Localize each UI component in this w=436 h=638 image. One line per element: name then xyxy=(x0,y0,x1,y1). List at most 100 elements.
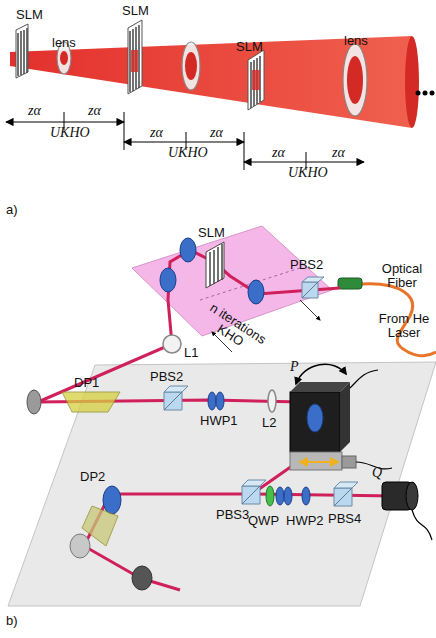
part-label: From He Laser xyxy=(372,312,436,340)
slm-symbol xyxy=(128,20,142,94)
distance-arrow xyxy=(124,141,244,142)
lens-symbol xyxy=(182,42,200,90)
laser-beam xyxy=(10,36,412,128)
detector xyxy=(412,510,432,540)
modulator-device xyxy=(290,392,340,452)
lens-symbol xyxy=(268,390,276,412)
kho-optics xyxy=(206,242,224,288)
slm-symbol xyxy=(138,25,140,88)
dove-prism xyxy=(62,392,120,546)
wave-plate xyxy=(266,486,274,506)
slm-symbol xyxy=(250,62,252,108)
beam-splitter-cube xyxy=(334,482,358,488)
beam-splitter-cube xyxy=(242,486,260,504)
slm-symbol xyxy=(16,24,28,78)
part-label: QWP xyxy=(248,514,279,528)
dove-prism xyxy=(62,392,120,412)
distance-arrow xyxy=(244,161,364,162)
lens-symbol xyxy=(163,335,181,353)
distance-arrow xyxy=(6,112,364,170)
lens-symbol xyxy=(343,44,367,116)
slm-symbol xyxy=(248,50,264,110)
slm-symbol xyxy=(26,28,28,73)
modulator-device xyxy=(342,456,356,468)
kho-optics xyxy=(160,268,176,292)
slm-symbol xyxy=(20,31,22,75)
part-label: HWP2 xyxy=(286,514,324,528)
continuation-dots xyxy=(423,91,428,96)
beam-splitter-cube xyxy=(334,488,352,506)
mirror xyxy=(103,486,121,514)
distance-label: zα xyxy=(88,104,101,118)
rotation-arrow xyxy=(296,364,346,384)
kho-optics xyxy=(221,244,223,280)
lens-symbol xyxy=(284,487,292,505)
part-label: SLM xyxy=(16,8,43,22)
part-label: HWP1 xyxy=(200,414,238,428)
laser-beam xyxy=(10,36,419,128)
kho-optics xyxy=(248,280,264,304)
lens-symbol xyxy=(185,52,197,80)
lens-symbol xyxy=(163,335,310,505)
part-label: lens xyxy=(52,36,76,50)
beam-splitter-cube xyxy=(164,392,182,410)
panel-label: b) xyxy=(6,614,18,628)
part-label: lens xyxy=(344,34,368,48)
laser-beam-path xyxy=(38,250,340,402)
part-label: PBS4 xyxy=(328,512,361,526)
beam-splitter-cube xyxy=(242,480,266,486)
beam-splitter-cube xyxy=(242,486,260,504)
distance-arrow xyxy=(124,112,125,150)
slm-symbol xyxy=(252,70,260,90)
annotation: n iterations KHO xyxy=(199,300,270,359)
rotation-arrow xyxy=(296,364,346,384)
kho-optics xyxy=(160,238,264,304)
continuation-dots xyxy=(416,91,421,96)
part-label: SLM xyxy=(236,40,263,54)
detector xyxy=(382,482,432,540)
modulator-device xyxy=(340,382,350,452)
slm-symbol xyxy=(129,31,131,92)
continuation-dots xyxy=(430,91,435,96)
kho-optics xyxy=(180,238,196,262)
mirror xyxy=(70,534,90,558)
distance-label: zα xyxy=(150,126,163,140)
fiber-cable xyxy=(338,278,436,356)
lens-symbol xyxy=(216,392,224,410)
beam-splitter-cube xyxy=(164,277,358,506)
kho-optics xyxy=(217,247,219,282)
modulator-device xyxy=(290,452,342,470)
mirror xyxy=(132,566,152,590)
axis-label: P xyxy=(290,360,299,374)
distance-arrow xyxy=(244,132,245,170)
lens-symbol xyxy=(208,392,216,410)
lens-symbol xyxy=(60,51,68,65)
beam-splitter-cube xyxy=(302,277,324,282)
distance-label: zα xyxy=(272,146,285,160)
kho-optics xyxy=(209,252,211,286)
part-label: SLM xyxy=(122,4,149,18)
distance-label: zα xyxy=(28,104,41,118)
beam-splitter-cube xyxy=(164,386,188,392)
part-label: DP1 xyxy=(74,376,99,390)
part-label: L1 xyxy=(184,346,198,360)
optical-table xyxy=(8,362,436,606)
lens-symbol xyxy=(347,56,363,104)
modulator-device xyxy=(307,404,323,432)
part-label: SLM xyxy=(198,226,225,240)
part-label: DP2 xyxy=(80,470,105,484)
distance-label: UKHO xyxy=(288,166,328,180)
slm-symbol xyxy=(23,30,25,74)
lens-symbol xyxy=(57,42,367,116)
beam-splitter-cube xyxy=(164,392,182,410)
distance-label: UKHO xyxy=(50,126,90,140)
mirror xyxy=(27,390,41,414)
kho-plane xyxy=(300,300,320,320)
detector xyxy=(406,482,418,510)
laser-beam-path xyxy=(84,452,312,578)
part-label: PBS3 xyxy=(216,508,249,522)
modulator-device xyxy=(290,370,392,470)
modulator-device xyxy=(350,370,378,388)
fiber-cable xyxy=(338,278,362,289)
slm-symbol xyxy=(16,20,264,110)
